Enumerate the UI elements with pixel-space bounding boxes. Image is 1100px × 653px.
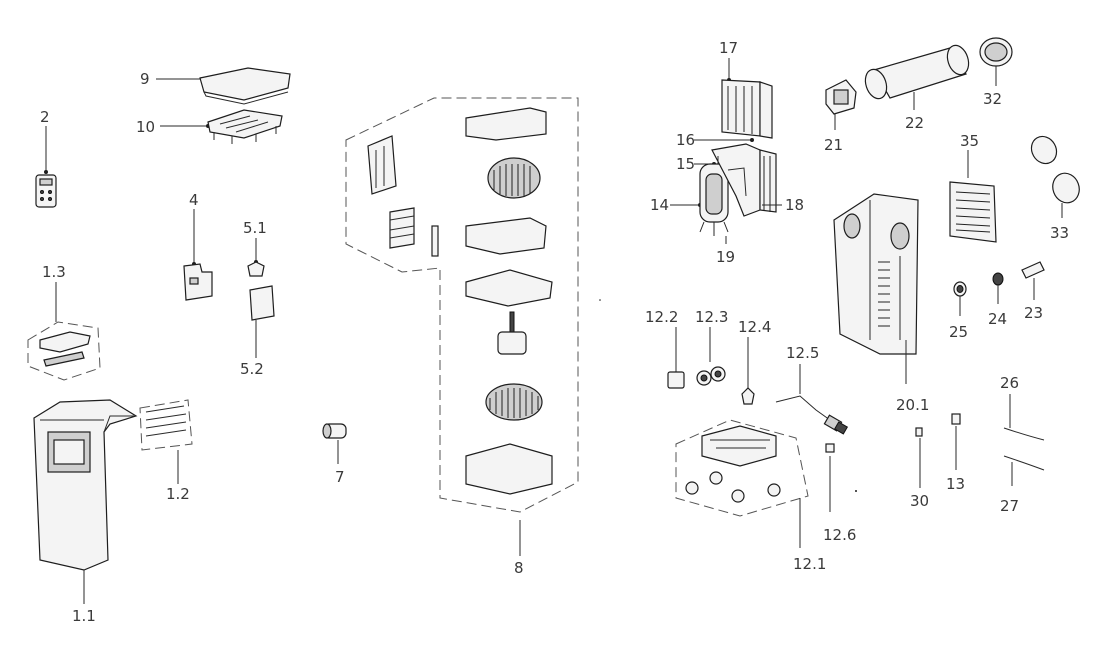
label-4: 4 — [189, 191, 199, 209]
label-30: 30 — [910, 492, 929, 510]
label-16: 16 — [676, 131, 695, 149]
part-10-top-frame: 10 — [136, 109, 283, 144]
label-24: 24 — [988, 310, 1007, 328]
part-27-cable: 27 — [1000, 455, 1045, 515]
part-5-2-panel: 5.2 — [240, 285, 275, 378]
part-13-clip: 13 — [946, 413, 965, 493]
part-2-remote-control: 2 — [35, 108, 57, 208]
label-12-6: 12.6 — [823, 526, 856, 544]
label-26: 26 — [1000, 374, 1019, 392]
label-25: 25 — [949, 323, 968, 341]
label-12-1: 12.1 — [793, 555, 826, 573]
part-21-adapter: 21 — [824, 79, 857, 154]
part-32-coupler: 32 — [979, 37, 1013, 108]
label-14: 14 — [650, 196, 669, 214]
label-2: 2 — [40, 108, 50, 126]
part-26-cable: 26 — [1000, 374, 1045, 441]
label-15: 15 — [676, 155, 695, 173]
label-18: 18 — [785, 196, 804, 214]
part-30-clip: 30 — [910, 427, 929, 510]
part-5-1-sensor: 5.1 — [243, 219, 267, 277]
label-12-5: 12.5 — [786, 344, 819, 362]
label-7: 7 — [335, 468, 345, 486]
part-7-capacitor: 7 — [322, 423, 347, 486]
label-5-1: 5.1 — [243, 219, 267, 237]
label-32: 32 — [983, 90, 1002, 108]
label-12-4: 12.4 — [738, 318, 771, 336]
label-5-2: 5.2 — [240, 360, 264, 378]
label-35: 35 — [960, 132, 979, 150]
part-9-top-cover: 9 — [140, 67, 291, 105]
part-19-base-bolt: 19 — [716, 236, 735, 266]
part-25-plug: 25 — [949, 281, 968, 341]
label-12-3: 12.3 — [695, 308, 728, 326]
label-17: 17 — [719, 39, 738, 57]
label-20-1: 20.1 — [896, 396, 929, 414]
part-23-drain-pipe: 23 — [1021, 261, 1045, 322]
part-24-cap: 24 — [988, 272, 1007, 328]
part-12-6-sensor: 12.6 — [823, 443, 856, 544]
part-1-2-louvers: 1.2 — [139, 399, 193, 503]
part-12-2-switch: 12.2 — [645, 308, 685, 389]
label-1-1: 1.1 — [72, 607, 96, 625]
label-1-2: 1.2 — [166, 485, 190, 503]
part-1-3-group: 1.3 — [27, 263, 101, 381]
part-35-filter: 35 — [949, 132, 997, 243]
label-1-3: 1.3 — [42, 263, 66, 281]
part-16-pipe: 16 — [676, 131, 754, 149]
label-33: 33 — [1050, 224, 1069, 242]
part-12-4-float: 12.4 — [738, 318, 771, 405]
part-18-evaporator: 18 — [759, 149, 804, 214]
part-20-1-rear-housing: 20.1 — [833, 193, 929, 414]
part-12-1-base: 12.1 — [675, 419, 826, 573]
part-12-5-wire: 12.5 — [775, 344, 849, 435]
part-14-compressor: 14 — [650, 143, 761, 236]
part-4-control-board: 4 — [183, 191, 213, 301]
part-8-fan-assembly: 8 — [345, 97, 579, 577]
label-27: 27 — [1000, 497, 1019, 515]
part-22-exhaust-hose: 22 — [864, 44, 970, 132]
label-9: 9 — [140, 70, 150, 88]
part-12-3-wheels: 12.3 — [695, 308, 728, 386]
part-1-1-front-housing: 1.1 — [33, 399, 138, 625]
label-12-2: 12.2 — [645, 308, 678, 326]
part-17-condenser: 17 — [719, 39, 773, 139]
label-8: 8 — [514, 559, 524, 577]
label-13: 13 — [946, 475, 965, 493]
label-19: 19 — [716, 248, 735, 266]
part-33-caps: 33 — [1030, 135, 1080, 242]
label-23: 23 — [1024, 304, 1043, 322]
label-22: 22 — [905, 114, 924, 132]
label-21: 21 — [824, 136, 843, 154]
label-10: 10 — [136, 118, 155, 136]
